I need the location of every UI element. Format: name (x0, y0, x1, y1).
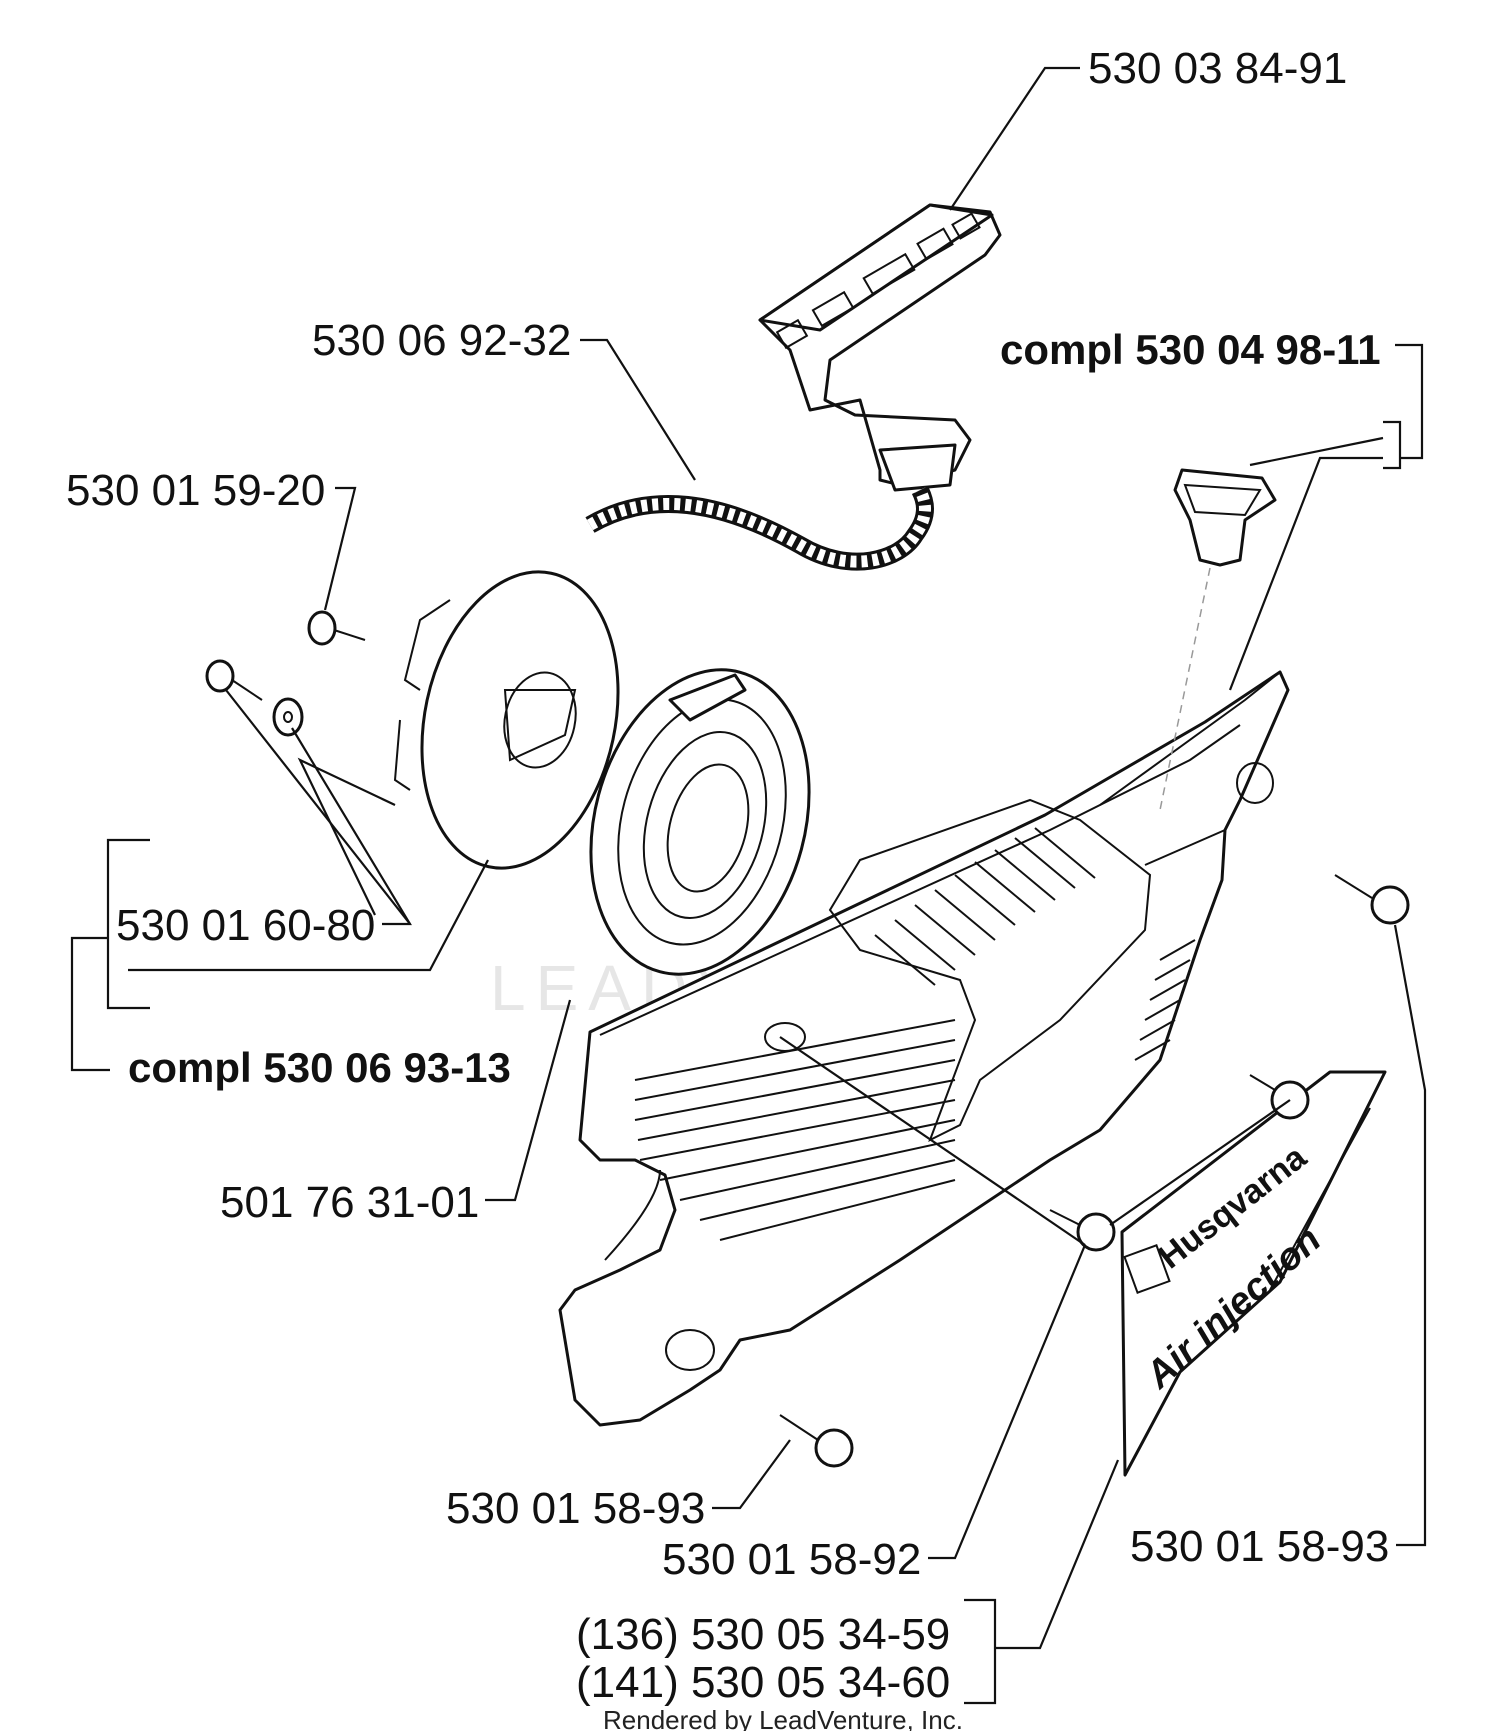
leader-lines (70, 66, 1427, 1705)
screw-right (1334, 874, 1410, 925)
washer (272, 697, 304, 737)
label-compl-air-intake: compl 530 04 98-11 (1000, 326, 1381, 373)
starter-handle (758, 203, 1002, 492)
husqvarna-logo-icon (1123, 1244, 1171, 1294)
label-screw-pulley: 530 01 59-20 (66, 466, 325, 515)
label-screw-right: 530 01 58-93 (1130, 1522, 1389, 1571)
label-compl-pulley: compl 530 06 93-13 (128, 1044, 511, 1091)
decal: Husqvarna Air injection (1120, 1070, 1387, 1477)
footer-credit: Rendered by LeadVenture, Inc. (603, 1705, 963, 1731)
air-intake (1159, 468, 1277, 811)
label-decal-136: (136) 530 05 34-59 (576, 1610, 950, 1659)
front-vents (634, 1019, 956, 1241)
side-vents (1134, 939, 1196, 1061)
starter-housing (558, 670, 1290, 1427)
screw-center (1049, 1209, 1116, 1252)
top-vents (874, 827, 1096, 986)
label-spring-cassette: 501 76 31-01 (220, 1178, 479, 1227)
screw-upper-center (1249, 1074, 1310, 1120)
starter-pulley (393, 570, 620, 870)
label-decal-141: (141) 530 05 34-60 (576, 1658, 950, 1707)
label-screw-lower: 530 01 58-93 (446, 1484, 705, 1533)
housing-hole-left (764, 1022, 806, 1052)
label-rope: 530 06 92-32 (312, 316, 571, 365)
starter-rope (585, 485, 934, 571)
label-handle: 530 03 84-91 (1088, 44, 1347, 93)
spring-cassette (589, 668, 811, 976)
housing-hole-bottom (665, 1329, 715, 1371)
screw-lower (779, 1414, 854, 1468)
screw-pulley (307, 610, 366, 646)
label-screw-center: 530 01 58-92 (662, 1535, 921, 1584)
screw-washer-left (205, 659, 263, 701)
label-washer-spring: 530 01 60-80 (116, 901, 375, 950)
housing-hole-right (1236, 762, 1274, 804)
